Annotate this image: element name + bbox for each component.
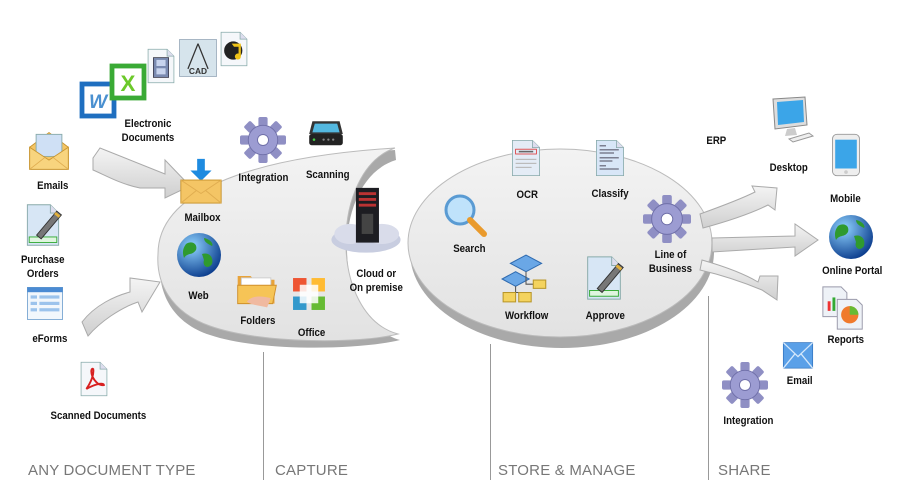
label-scanned-documents: Scanned Documents: [50, 410, 147, 422]
arrow-to-reports: [699, 259, 779, 301]
line-of-business-gear-icon: [643, 195, 691, 243]
office-icon: [288, 272, 330, 316]
eform-icon: [22, 285, 68, 325]
arrow-eforms-to-capture: [81, 277, 161, 337]
pdf-document-icon: [75, 355, 113, 403]
classify-document-icon: [590, 133, 630, 183]
label-line: On premise: [349, 282, 403, 294]
label-line: Purchase: [20, 254, 65, 266]
label-line: Electronic: [124, 118, 172, 130]
label-search: Search: [453, 243, 486, 255]
cloud-server-icon: [330, 185, 402, 257]
svg-text:W: W: [89, 92, 109, 113]
label-emails: Emails: [37, 180, 69, 192]
label-cloud-on-premise: Cloud or On premise: [350, 267, 403, 295]
label-mobile: Mobile: [830, 193, 861, 205]
label-workflow: Workflow: [504, 310, 549, 322]
section-share: SHARE: [718, 462, 771, 479]
approve-pen-icon: [580, 252, 628, 304]
search-magnifier-icon: [440, 190, 490, 240]
divider-share: [708, 296, 709, 480]
section-capture: CAPTURE: [275, 462, 349, 479]
svg-text:CAD: CAD: [189, 66, 207, 76]
label-line: Business: [648, 263, 692, 275]
label-classify: Classify: [591, 188, 629, 200]
label-email: Email: [786, 375, 813, 387]
online-portal-globe-icon: [826, 212, 876, 262]
label-scanning: Scanning: [305, 169, 350, 181]
cad-file-icon: CAD: [177, 37, 219, 79]
svg-text:X: X: [121, 71, 136, 96]
label-line: Line of: [654, 249, 687, 261]
arrow-to-desktop: [699, 185, 778, 229]
arrow-emails-to-capture: [92, 147, 191, 199]
share-integration-gear-icon: [722, 362, 768, 408]
ocr-document-icon: [506, 133, 546, 183]
label-line: Documents: [121, 132, 175, 144]
divider-capture: [263, 352, 264, 480]
label-line: Orders: [26, 268, 59, 280]
excel-document-icon: X: [108, 62, 148, 102]
mailbox-icon: [177, 155, 225, 207]
store-manage-platform: [407, 148, 714, 348]
integration-gear-icon: [240, 117, 286, 163]
label-share-integration: Integration: [723, 415, 774, 427]
email-icon: [775, 340, 821, 372]
label-mailbox: Mailbox: [184, 212, 221, 224]
label-online-portal: Online Portal: [822, 265, 883, 277]
label-approve: Approve: [585, 310, 625, 322]
label-erp: ERP: [706, 135, 727, 147]
audio-file-icon: [215, 28, 253, 70]
web-globe-icon: [174, 230, 224, 280]
label-office: Office: [297, 327, 326, 339]
scanner-icon: [302, 118, 350, 158]
arrow-to-online-portal: [711, 223, 819, 257]
label-line-of-business: Line of Business: [649, 248, 692, 276]
label-integration: Integration: [238, 172, 289, 184]
label-eforms: eForms: [32, 333, 68, 345]
section-store-manage: STORE & MANAGE: [498, 462, 636, 479]
label-web: Web: [188, 290, 209, 302]
label-reports: Reports: [827, 334, 865, 346]
email-envelope-icon: [25, 127, 73, 173]
label-line: Cloud or: [356, 268, 397, 280]
label-desktop: Desktop: [769, 162, 808, 174]
label-folders: Folders: [240, 315, 276, 327]
purchase-order-icon: [20, 200, 66, 250]
video-file-icon: [142, 45, 180, 87]
label-ocr: OCR: [516, 189, 538, 201]
section-any-document-type: ANY DOCUMENT TYPE: [28, 462, 196, 479]
desktop-computer-icon: [764, 95, 816, 145]
word-document-icon: W: [78, 80, 118, 120]
folders-icon: [233, 265, 281, 311]
divider-store-manage: [490, 344, 491, 480]
reports-chart-icon: [820, 283, 868, 333]
mobile-phone-icon: [828, 127, 864, 183]
workflow-icon: [500, 253, 552, 305]
